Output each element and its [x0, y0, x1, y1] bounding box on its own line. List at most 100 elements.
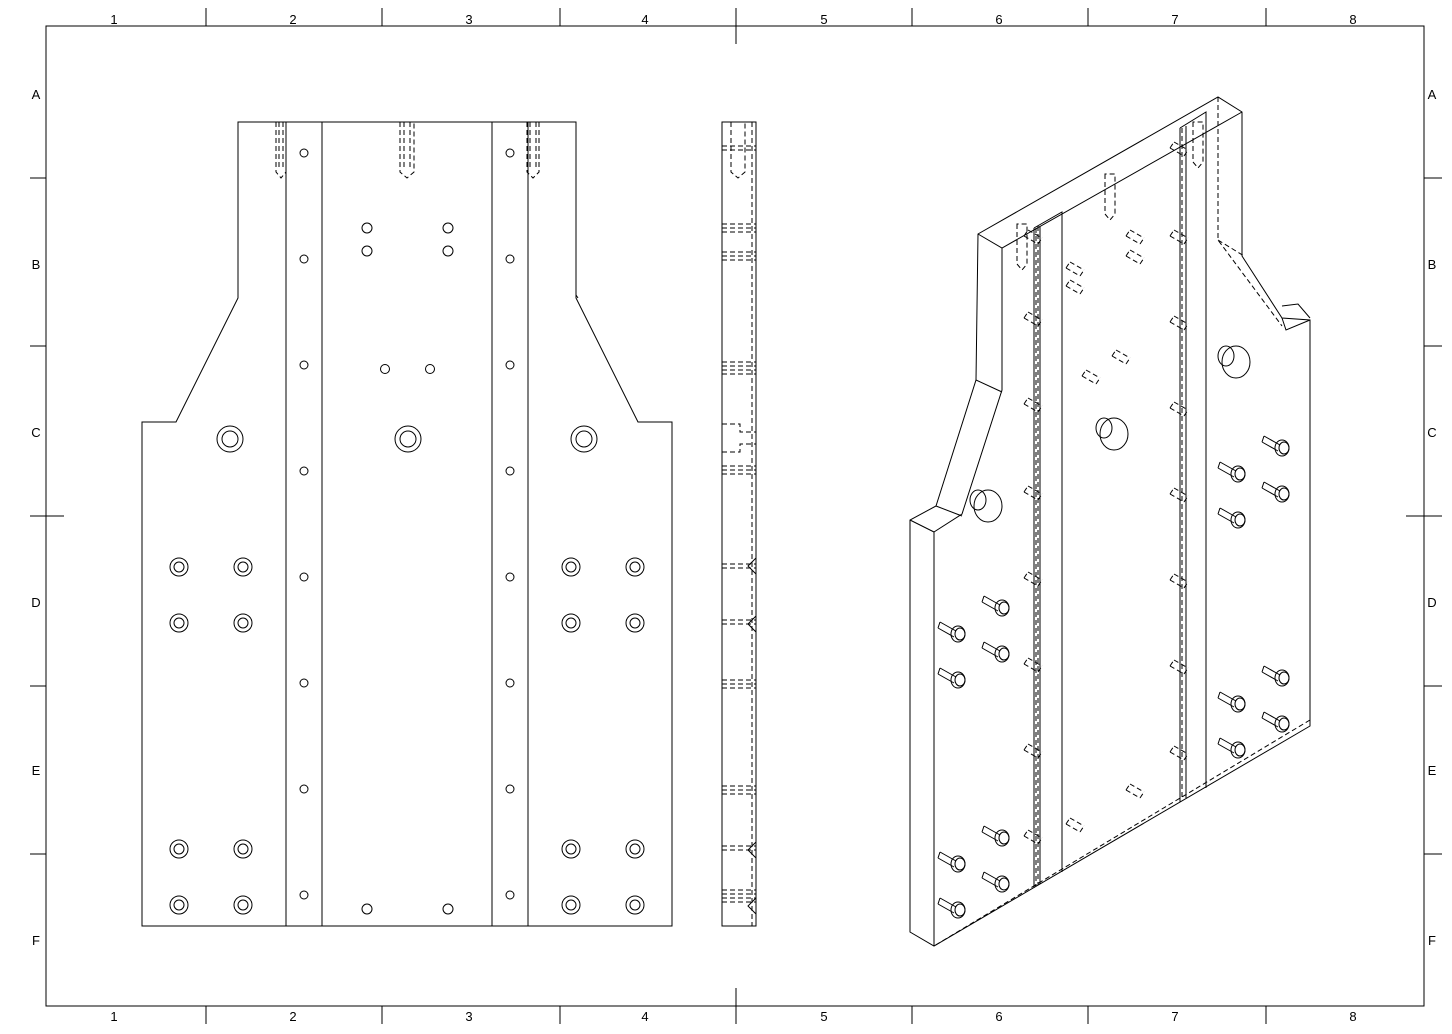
iso-dowel-pin: [1169, 315, 1189, 331]
iso-screw-head-inner: [954, 857, 966, 871]
screw-hole: [625, 557, 645, 577]
side-screw-head: [747, 841, 757, 859]
strip-hole-right: [505, 890, 515, 900]
screw-hole: [233, 557, 253, 577]
screw-hole: [561, 895, 581, 915]
strip-hole-left: [299, 360, 309, 370]
iso-counterbore: [973, 489, 1003, 523]
iso-screw-head-inner: [998, 877, 1010, 891]
front-center-line-top: [575, 294, 579, 299]
iso-dowel-pin: [1023, 743, 1043, 759]
iso-back-hidden: [1001, 239, 1245, 390]
iso-dowel-pin: [1065, 261, 1085, 277]
iso-screw-head-inner: [998, 647, 1010, 661]
zone-row-label-right: C: [1427, 425, 1436, 440]
zone-row-label-right: D: [1427, 595, 1436, 610]
screw-hole-inner: [237, 899, 249, 911]
mount-hole: [442, 245, 454, 257]
iso-dowel-pin: [1169, 229, 1189, 245]
zone-row-label-left: E: [32, 763, 41, 778]
mount-hole: [442, 222, 454, 234]
counterbore-hole-inner: [399, 430, 417, 448]
screw-hole: [169, 557, 189, 577]
screw-hole: [561, 557, 581, 577]
zone-column-label-top: 4: [641, 12, 648, 27]
iso-screw-shank: [1261, 435, 1281, 452]
iso-screw-shank: [1261, 711, 1281, 728]
counterbore-hole-inner: [575, 430, 593, 448]
front-outline: [141, 121, 673, 927]
screw-hole: [169, 839, 189, 859]
strip-hole-right: [505, 678, 515, 688]
screw-hole: [625, 895, 645, 915]
zone-column-label-bottom: 6: [995, 1009, 1002, 1024]
screw-hole: [169, 613, 189, 633]
iso-screw-shank: [937, 851, 957, 868]
bottom-hole: [361, 903, 373, 915]
strip-hole-left: [299, 890, 309, 900]
zone-column-label-bottom: 8: [1349, 1009, 1356, 1024]
zone-column-label-bottom: 3: [465, 1009, 472, 1024]
iso-chamfer-right: [1281, 303, 1311, 331]
zone-column-label-top: 6: [995, 12, 1002, 27]
iso-chamfer-left: [909, 379, 1003, 533]
counterbore-hole: [216, 425, 244, 453]
iso-screw-head-inner: [954, 673, 966, 687]
zone-row-label-right: E: [1428, 763, 1437, 778]
zone-row-label-left: C: [31, 425, 40, 440]
iso-dowel-pin: [1065, 279, 1085, 295]
strip-hole-left: [299, 254, 309, 264]
screw-hole: [233, 895, 253, 915]
side-screw-head: [747, 615, 757, 633]
screw-hole-inner: [629, 843, 641, 855]
zone-column-label-top: 5: [820, 12, 827, 27]
iso-counterbore-inner: [1217, 345, 1235, 367]
screw-hole-inner: [565, 617, 577, 629]
zone-row-label-left: F: [32, 933, 40, 948]
zone-column-label-top: 8: [1349, 12, 1356, 27]
iso-screw-shank: [1217, 691, 1237, 708]
screw-hole-inner: [565, 843, 577, 855]
screw-hole: [625, 613, 645, 633]
screw-hole: [233, 613, 253, 633]
bottom-hole: [442, 903, 454, 915]
iso-counterbore: [1099, 417, 1129, 451]
iso-dowel-pin: [1023, 311, 1043, 327]
zone-column-label-top: 1: [110, 12, 117, 27]
iso-top-slot: [1192, 121, 1204, 169]
front-view: [141, 121, 673, 927]
counterbore-hole: [570, 425, 598, 453]
iso-dowel-pin: [1023, 829, 1043, 845]
iso-dowel-pin: [1023, 397, 1043, 413]
isometric-view: [909, 96, 1311, 947]
strip-hole-left: [299, 572, 309, 582]
iso-screw-shank: [1217, 737, 1237, 754]
iso-counterbore: [1221, 345, 1251, 379]
zone-column-label-top: 7: [1171, 12, 1178, 27]
pin-hole: [380, 364, 390, 374]
iso-screw-shank: [981, 825, 1001, 842]
iso-strip-hidden: [933, 97, 1311, 947]
iso-dowel-pin: [1169, 745, 1189, 761]
iso-top-slot: [1016, 223, 1028, 271]
iso-dowel-pin: [1125, 229, 1145, 245]
strip-hole-right: [505, 572, 515, 582]
top-slot-left: [275, 122, 287, 179]
iso-top-edge: [977, 111, 1243, 249]
iso-dowel-pin: [1023, 229, 1043, 245]
iso-screw-head-inner: [998, 601, 1010, 615]
screw-hole-inner: [629, 617, 641, 629]
counterbore-hole-inner: [221, 430, 239, 448]
strip-hole-right: [505, 784, 515, 794]
screw-hole: [233, 839, 253, 859]
iso-dowel-pin: [1065, 817, 1085, 833]
screw-hole-inner: [565, 561, 577, 573]
zone-column-label-bottom: 2: [289, 1009, 296, 1024]
pin-hole: [425, 364, 435, 374]
iso-dowel-pin: [1023, 657, 1043, 673]
side-screw-head: [747, 557, 757, 575]
iso-strip-1: [1033, 211, 1063, 888]
zone-column-label-bottom: 1: [110, 1009, 117, 1024]
